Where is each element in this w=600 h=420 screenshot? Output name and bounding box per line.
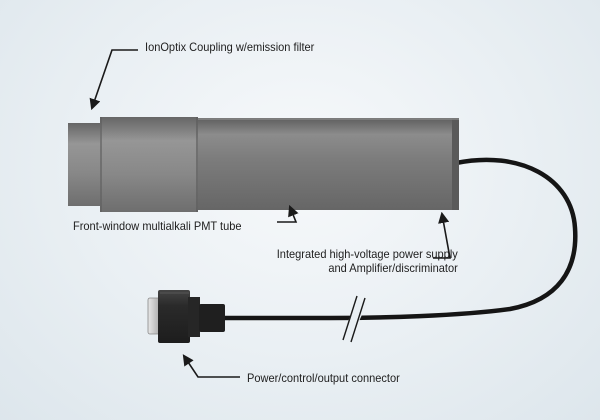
signal-cable [219,157,578,321]
coupling-callout-arrow [89,49,138,111]
ionoptix-coupling [68,117,198,212]
double-slash-break-icon [342,295,368,343]
power-supply-label-line2: and Amplifier/discriminator [328,261,458,275]
pmt-tube-label: Front-window multialkali PMT tube [73,219,242,233]
power-supply-label: Integrated high-voltage power supply and… [277,247,458,275]
coupling-label: IonOptix Coupling w/emission filter [145,40,315,54]
power-connector [147,290,225,343]
connector-label: Power/control/output connector [247,371,400,385]
pmt-tube-body [197,118,459,210]
power-supply-callout-arrow [433,211,451,259]
connector-callout-arrow [182,354,240,378]
power-supply-label-line1: Integrated high-voltage power supply [276,247,458,261]
pmt-tube-callout-arrow [277,204,299,223]
